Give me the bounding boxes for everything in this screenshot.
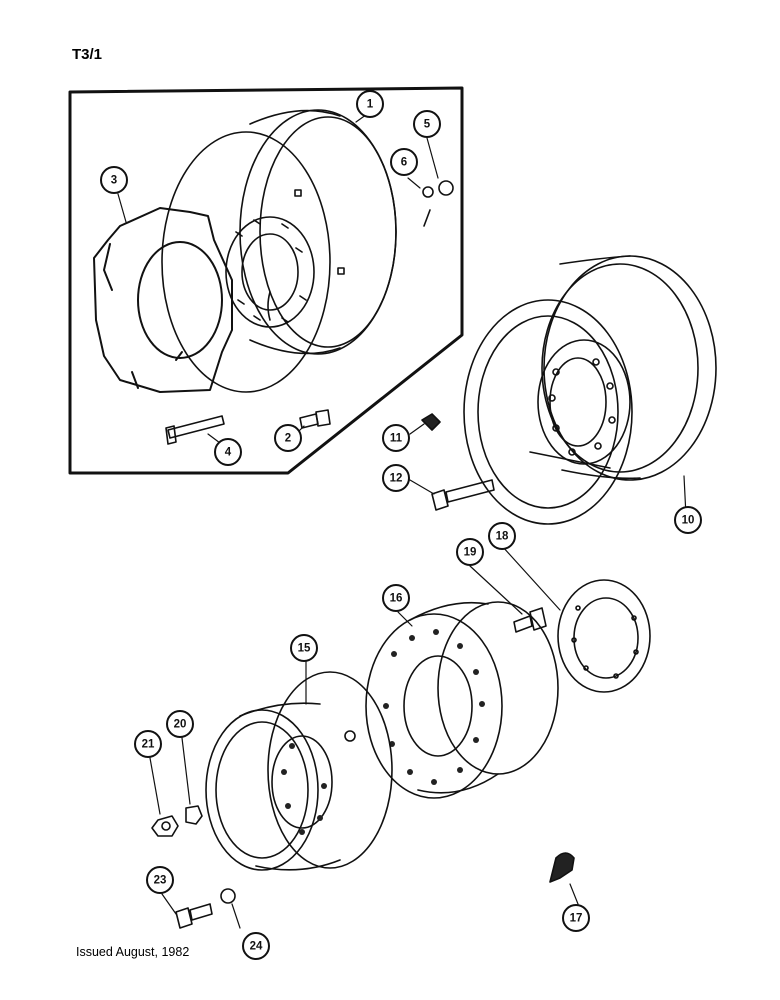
callout-number: 12 [390, 473, 403, 485]
callout-number: 23 [154, 875, 167, 887]
callout-number: 5 [424, 119, 431, 131]
callout-3: 3 [100, 166, 128, 194]
clamp-ring [557, 579, 651, 693]
callout-21: 21 [134, 730, 162, 758]
wheel-bolt [431, 479, 495, 511]
rim-bolt [175, 903, 213, 929]
callout-number: 17 [570, 913, 583, 925]
callout-1: 1 [356, 90, 384, 118]
callout-number: 4 [225, 447, 232, 459]
callout-18: 18 [488, 522, 516, 550]
callout-17: 17 [562, 904, 590, 932]
hub-weight [93, 207, 233, 393]
leader-lines [117, 111, 687, 929]
callout-16: 16 [382, 584, 410, 612]
ring-bolt [513, 607, 547, 633]
tyre-valve [549, 852, 575, 883]
wheel-rim-10 [463, 255, 717, 525]
issue-date: Issued August, 1982 [76, 945, 190, 959]
wheel-nut [151, 815, 179, 837]
callout-number: 24 [250, 941, 263, 953]
wheel-rim-15 [205, 671, 393, 871]
callout-20: 20 [166, 710, 194, 738]
valve-cap [421, 413, 441, 431]
callout-6: 6 [390, 148, 418, 176]
callout-number: 6 [401, 157, 407, 169]
callout-15: 15 [290, 634, 318, 662]
lock-nut [185, 805, 203, 825]
callout-24: 24 [242, 932, 270, 960]
callout-number: 10 [682, 515, 695, 527]
callout-number: 18 [496, 531, 509, 543]
callout-number: 1 [367, 99, 374, 111]
callout-5: 5 [413, 110, 441, 138]
callout-number: 11 [390, 433, 403, 445]
callout-number: 3 [111, 175, 117, 187]
callout-10: 10 [674, 506, 702, 534]
callout-number: 19 [464, 547, 477, 559]
callout-12: 12 [382, 464, 410, 492]
inset-frame [68, 86, 464, 475]
callout-number: 16 [390, 593, 403, 605]
callout-23: 23 [146, 866, 174, 894]
callout-number: 2 [285, 433, 291, 445]
page-reference: T3/1 [72, 46, 103, 63]
wheel-rim-disc [161, 109, 431, 393]
callout-2: 2 [274, 424, 302, 452]
washer [220, 888, 236, 904]
short-bolt [299, 409, 331, 429]
callout-number: 15 [298, 643, 311, 655]
long-bolt [165, 415, 225, 445]
callout-19: 19 [456, 538, 484, 566]
callout-number: 20 [174, 719, 187, 731]
callout-4: 4 [214, 438, 242, 466]
washer-nut-pair [422, 180, 454, 198]
callout-11: 11 [382, 424, 410, 452]
callout-number: 21 [142, 739, 155, 751]
wheel-centre [365, 601, 559, 799]
